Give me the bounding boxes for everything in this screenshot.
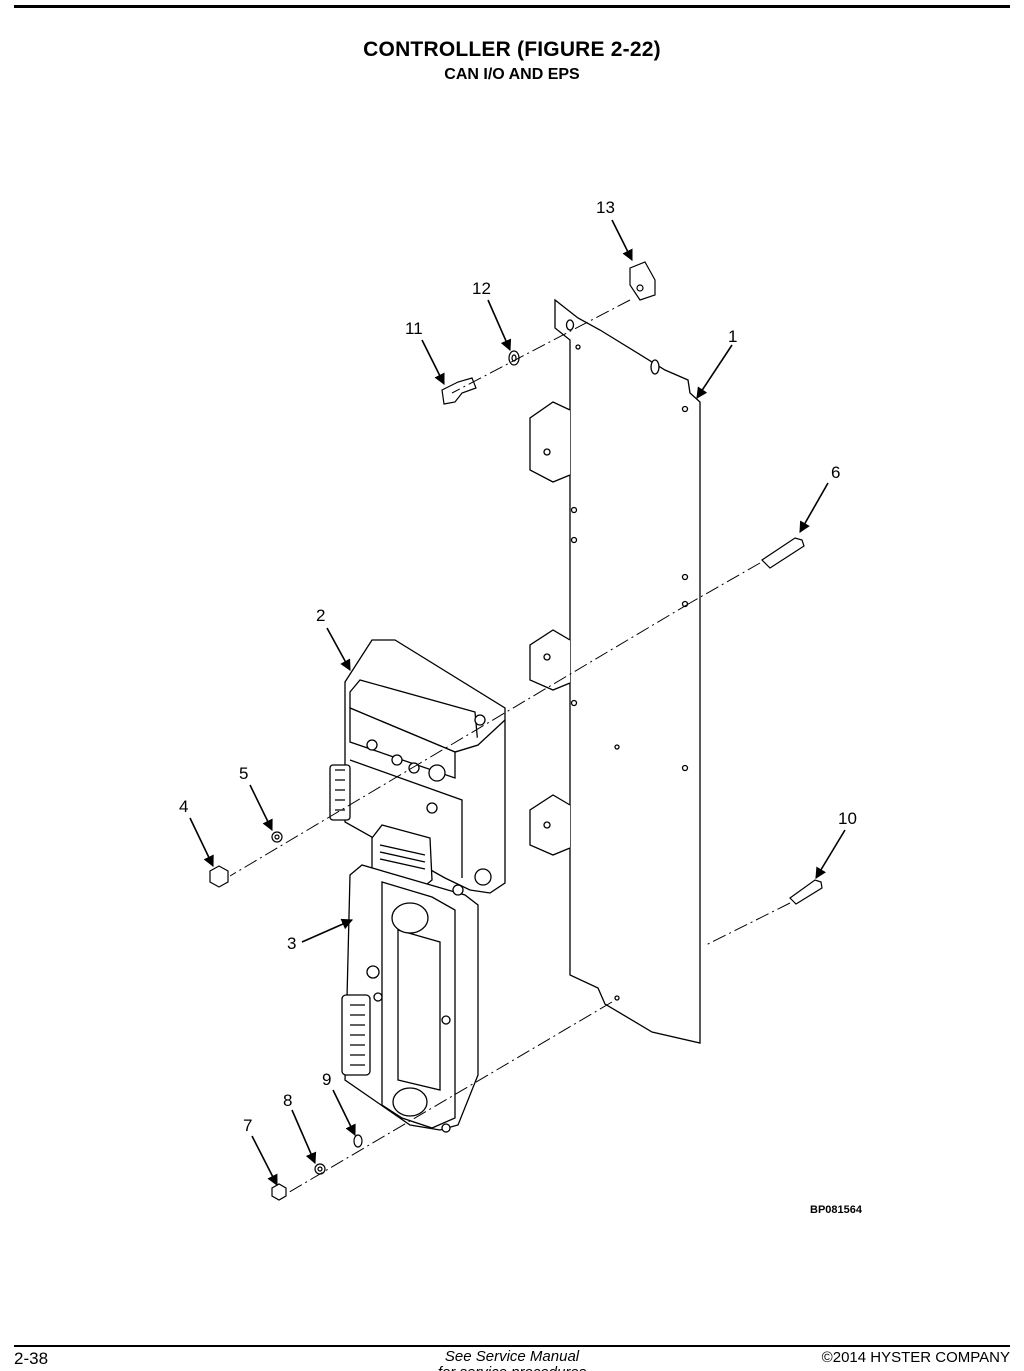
top-rule	[14, 5, 1010, 8]
callout-7: 7	[243, 1116, 252, 1135]
leader-arrows	[189, 219, 846, 1186]
page-number: 2-38	[14, 1349, 49, 1368]
callout-3: 3	[287, 934, 296, 953]
callout-6: 6	[831, 463, 840, 482]
bottom-rule	[14, 1345, 1010, 1347]
callout-1: 1	[728, 327, 737, 346]
eps-module	[341, 864, 479, 1133]
mounting-plate	[529, 298, 701, 1044]
hardware	[209, 261, 823, 1201]
callout-2: 2	[316, 606, 325, 625]
footer-note-continued: for service procedures	[0, 1364, 1024, 1371]
callout-10: 10	[838, 809, 857, 828]
page-subtitle: CAN I/O AND EPS	[444, 66, 580, 83]
callout-5: 5	[239, 764, 248, 783]
callout-13: 13	[596, 198, 615, 217]
assembly-centerlines	[229, 299, 791, 1195]
callout-9: 9	[322, 1070, 331, 1089]
callout-8: 8	[283, 1091, 292, 1110]
callout-11: 11	[405, 319, 423, 338]
footer-note: See Service Manual	[444, 1348, 580, 1365]
callout-4: 4	[179, 797, 188, 816]
callout-12: 12	[472, 279, 491, 298]
figure-id: BP081564	[810, 1204, 863, 1216]
controller-module	[329, 639, 506, 894]
copyright: ©2014 HYSTER COMPANY	[821, 1349, 1010, 1366]
page-title: CONTROLLER (FIGURE 2-22)	[363, 38, 661, 61]
